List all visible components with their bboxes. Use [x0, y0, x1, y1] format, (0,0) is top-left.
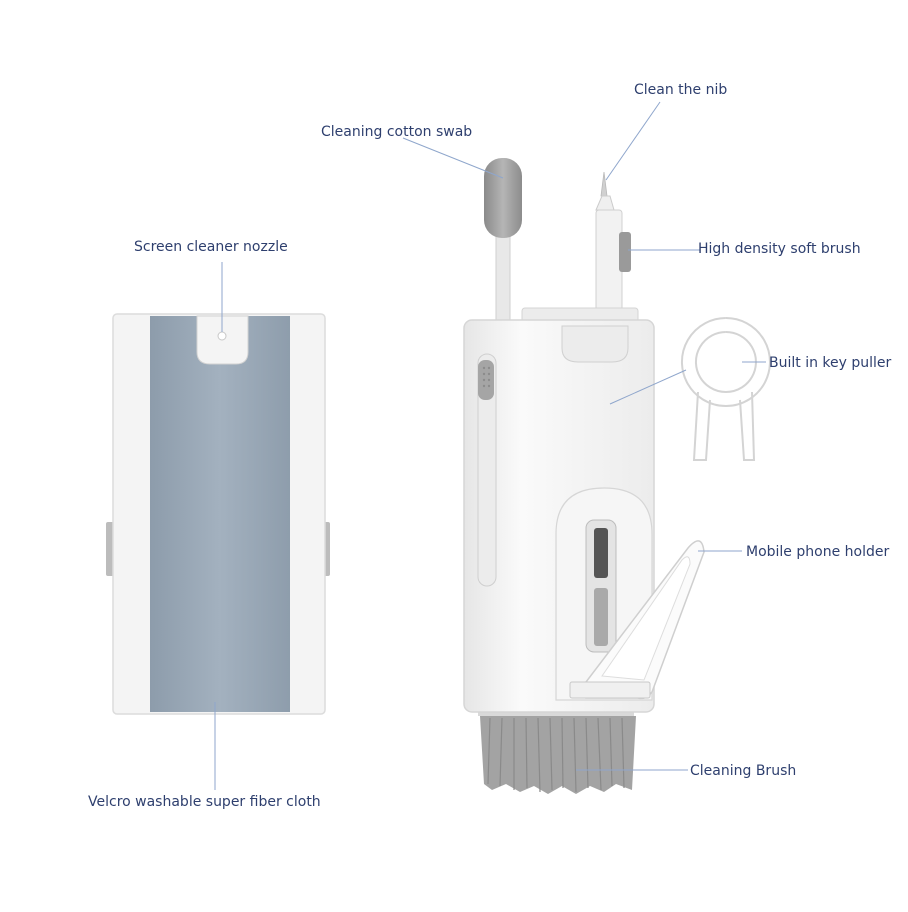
cotton-swab	[484, 158, 522, 331]
leader-clean-nib	[605, 101, 661, 181]
soft-brush-tip	[619, 232, 631, 272]
label-cleaning-brush: Cleaning Brush	[690, 763, 797, 779]
side-slider-knob	[478, 360, 494, 400]
cleaning-brush	[478, 702, 636, 794]
super-fiber-cloth	[150, 316, 290, 712]
holder-slot	[585, 519, 617, 653]
phone-holder	[569, 540, 705, 700]
leader-cotton-swab	[402, 137, 504, 179]
label-phone-holder: Mobile phone holder	[746, 544, 890, 560]
top-slot	[561, 325, 629, 363]
label-clean-nib: Clean the nib	[634, 82, 728, 98]
nib-pen	[595, 171, 631, 313]
label-soft-brush: High density soft brush	[698, 241, 861, 257]
label-cotton-swab: Cleaning cotton swab	[321, 124, 473, 140]
main-unit	[463, 158, 705, 794]
cloth-unit	[106, 313, 330, 715]
leader-body-pointer	[609, 369, 687, 405]
label-fiber-cloth: Velcro washable super fiber cloth	[88, 794, 321, 810]
spray-nozzle	[217, 331, 227, 341]
label-nozzle: Screen cleaner nozzle	[134, 239, 288, 255]
key-puller	[681, 317, 771, 461]
leader-lines	[214, 101, 766, 790]
side-slider-track	[477, 353, 497, 587]
label-key-puller: Built in key puller	[769, 355, 892, 371]
